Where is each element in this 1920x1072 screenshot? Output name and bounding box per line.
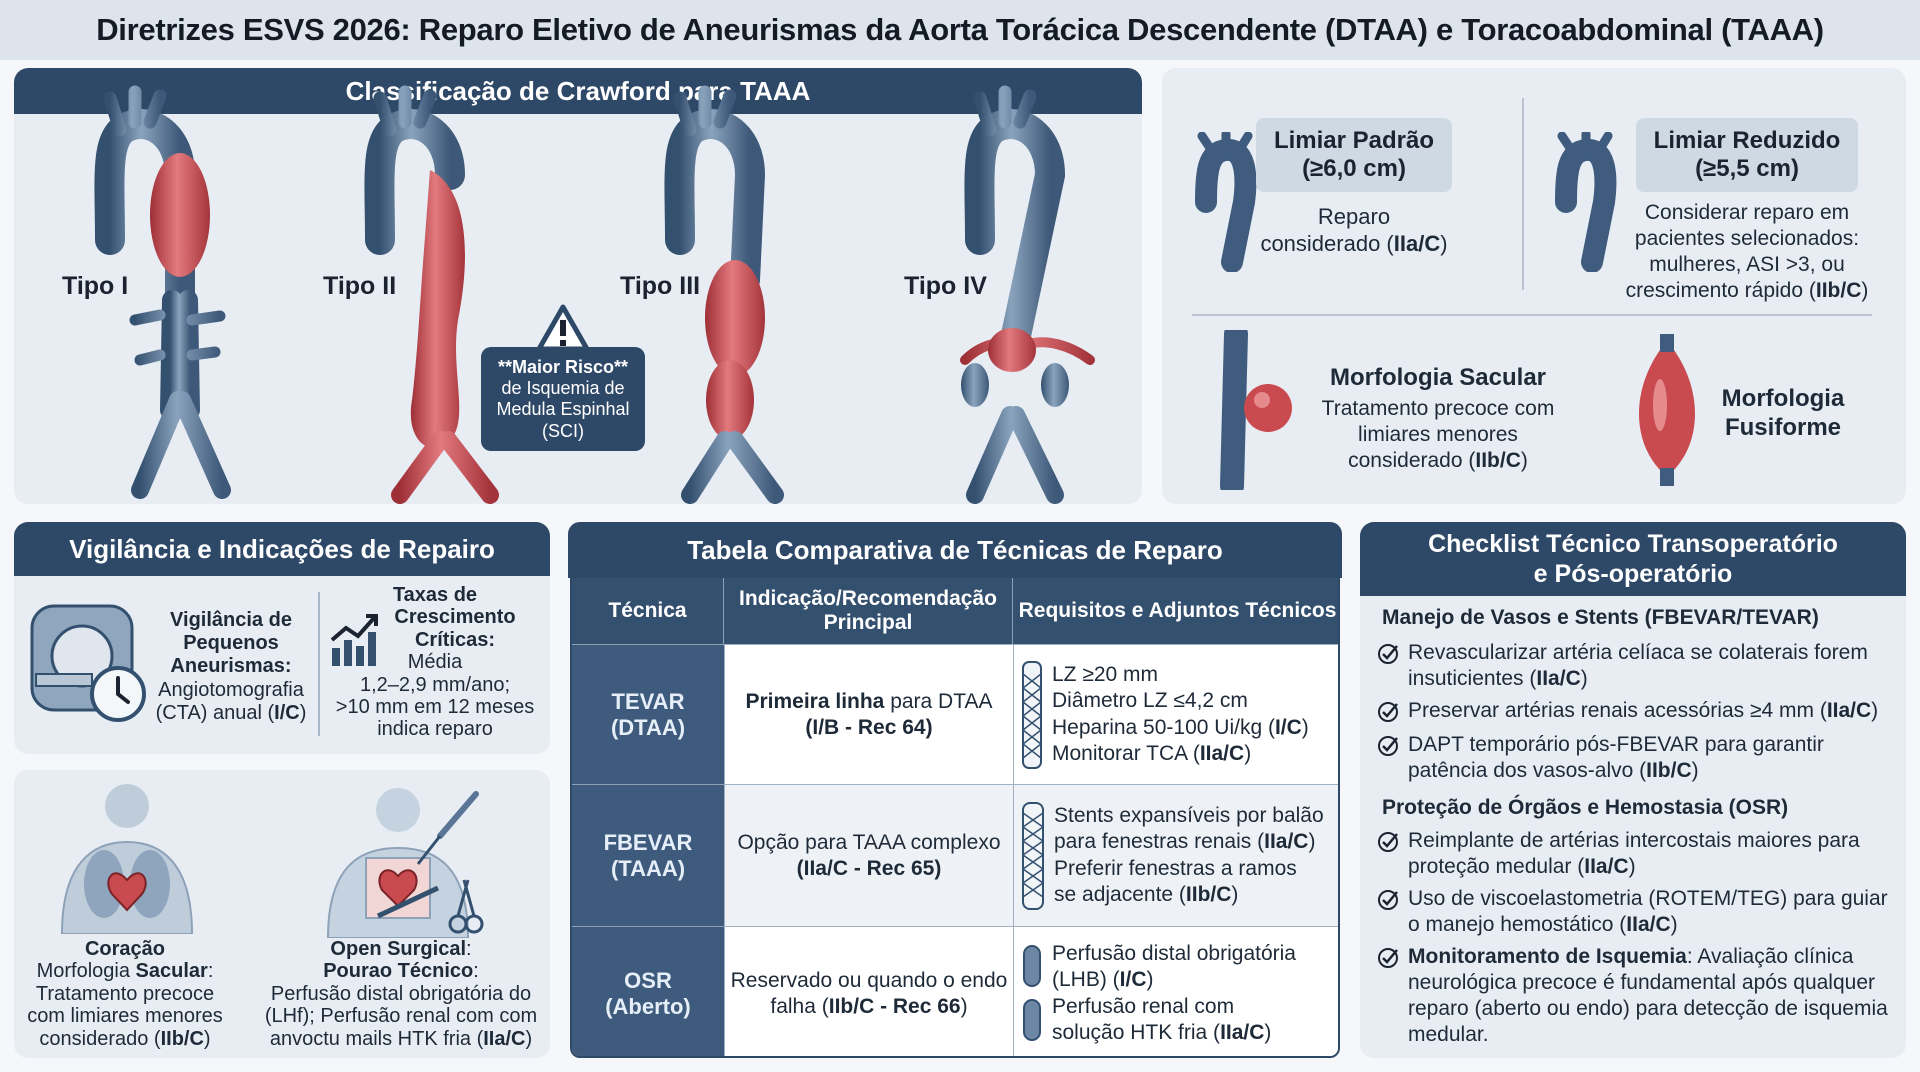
row-fbevar-name: FBEVAR(TAAA) bbox=[572, 784, 724, 926]
aorta-type-1-icon bbox=[94, 85, 231, 499]
repair-techniques-table: Técnica Indicação/Recomendação Principal… bbox=[570, 576, 1340, 1058]
row-osr-requirements: Perfusão distal obrigatória (LHB) (I/C) … bbox=[1013, 926, 1338, 1056]
check-item-3: DAPT temporário pós-FBEVAR para garantir… bbox=[1376, 732, 1824, 784]
table-header-card: Tabela Comparativa de Técnicas de Reparo bbox=[568, 522, 1342, 578]
fusiform-title: Morfologia Fusiforme bbox=[1721, 385, 1845, 442]
table-header: Tabela Comparativa de Técnicas de Reparo bbox=[568, 522, 1342, 578]
aorta-reduced-icon bbox=[1555, 132, 1617, 272]
check-circle-icon bbox=[1378, 702, 1398, 722]
row-tevar-indication: Primeira linha para DTAA (I/B - Rec 64) bbox=[724, 644, 1013, 784]
surveillance-header: Vigilância e Indicações de Repairo bbox=[14, 522, 550, 576]
sci-warning-box: **Maior Risco** de Isquemia de Medula Es… bbox=[481, 347, 645, 451]
chest-heart-icon bbox=[60, 784, 194, 934]
standard-title-1: Limiar Padrão bbox=[1273, 126, 1435, 154]
saccular-text: Morfologia Sacular Tratamento precoce co… bbox=[1310, 364, 1566, 474]
threshold-divider-h bbox=[1192, 314, 1872, 316]
col-header-requirements: Requisitos e Adjuntos Técnicos bbox=[1013, 578, 1338, 644]
aorta-type-3-icon bbox=[664, 85, 784, 504]
stent-graft-icon bbox=[1021, 660, 1043, 769]
aorta-type-4-icon bbox=[960, 85, 1095, 504]
checklist-section-2: Proteção de Órgãos e Hemostasia (OSR) bbox=[1382, 796, 1789, 819]
open-surgical-caption: Open Surgical: Pourao Técnico: Perfusão … bbox=[264, 938, 538, 1050]
check-circle-icon bbox=[1378, 832, 1398, 852]
ct-scanner-icon bbox=[30, 604, 146, 722]
check-item-2: Preservar artérias renais acessórias ≥4 … bbox=[1376, 698, 1878, 724]
page-title: Diretrizes ESVS 2026: Reparo Eletivo de … bbox=[96, 12, 1824, 47]
heart-caption: Coração Morfologia Sacular: Tratamento p… bbox=[27, 938, 223, 1050]
fenestrated-stent-icon bbox=[1021, 801, 1045, 910]
check-circle-icon bbox=[1378, 890, 1398, 910]
type-3-label: Tipo III bbox=[620, 272, 701, 300]
reduced-title-2: (≥5,5 cm) bbox=[1695, 155, 1799, 182]
row-tevar-requirements: LZ ≥20 mm Diâmetro LZ ≤4,2 cm Heparina 5… bbox=[1013, 644, 1338, 784]
row-osr-indication: Reservado ou quando o endo falha (IIb/C … bbox=[724, 926, 1013, 1056]
check-item-1: Revascularizar artéria celíaca se colate… bbox=[1376, 640, 1868, 692]
row-fbevar-indication: Opção para TAAA complexo (IIa/C - Rec 65… bbox=[724, 784, 1013, 926]
aorta-illustrations bbox=[94, 85, 1095, 504]
reduced-threshold-text: Considerar reparo em pacientes seleciona… bbox=[1625, 201, 1869, 303]
standard-threshold-text: Reparo considerado (IIa/C) bbox=[1260, 204, 1448, 256]
page-header: Diretrizes ESVS 2026: Reparo Eletivo de … bbox=[0, 0, 1920, 60]
check-circle-icon bbox=[1378, 948, 1398, 968]
reduced-threshold-pill: Limiar Reduzido (≥5,5 cm) bbox=[1636, 118, 1858, 192]
saccular-title: Morfologia Sacular bbox=[1329, 364, 1547, 391]
checklist-card: Checklist Técnico Transoperatório e Pós-… bbox=[1360, 522, 1906, 1058]
checklist-section-1: Manejo de Vasos e Stents (FBEVAR/TEVAR) bbox=[1382, 606, 1819, 629]
check-item-6: Monitoramento de Isquemia: Avaliação clí… bbox=[1376, 944, 1888, 1048]
aorta-standard-icon bbox=[1195, 132, 1257, 272]
check-item-4: Reimplante de artérias intercostais maio… bbox=[1376, 828, 1860, 880]
row-fbevar-requirements: Stents expansíveis por balão para fenest… bbox=[1013, 784, 1338, 926]
aorta-type-2-icon bbox=[364, 85, 499, 504]
col-header-technique: Técnica bbox=[572, 578, 724, 644]
growth-chart-icon bbox=[330, 614, 378, 666]
threshold-divider-v bbox=[1522, 98, 1524, 290]
standard-title-2: (≥6,0 cm) bbox=[1302, 155, 1406, 182]
row-tevar-name: TEVAR(DTAA) bbox=[572, 644, 724, 784]
saccular-icon bbox=[1220, 330, 1292, 490]
type-1-label: Tipo I bbox=[62, 272, 129, 300]
small-aneurysm-surveillance: Vigilância de Pequenos Aneurismas: Angio… bbox=[155, 609, 307, 724]
type-2-label: Tipo II bbox=[323, 272, 397, 300]
checklist-header: Checklist Técnico Transoperatório e Pós-… bbox=[1360, 522, 1906, 596]
warning-line-3: Medula Espinhal bbox=[496, 399, 630, 420]
fusiform-icon bbox=[1639, 334, 1695, 486]
open-surgery-icon bbox=[326, 788, 484, 938]
check-circle-icon bbox=[1378, 736, 1398, 756]
warning-icon bbox=[536, 304, 590, 352]
check-item-5: Uso de viscoelastometria (ROTEM/TEG) par… bbox=[1376, 886, 1888, 938]
surveillance-divider bbox=[318, 592, 320, 736]
warning-line-1: **Maior Risco** bbox=[497, 357, 629, 377]
check-circle-icon bbox=[1378, 644, 1398, 664]
type-4-label: Tipo IV bbox=[904, 272, 987, 300]
warning-line-4: (SCI) bbox=[542, 420, 584, 441]
col-header-indication: Indicação/Recomendação Principal bbox=[724, 578, 1013, 644]
warning-line-2: de Isquemia de bbox=[501, 378, 625, 399]
reduced-title-1: Limiar Reduzido bbox=[1653, 126, 1841, 154]
growth-rates: Taxas de Crescimento Críticas: Média 1,2… bbox=[335, 584, 535, 741]
standard-threshold-pill: Limiar Padrão (≥6,0 cm) bbox=[1256, 118, 1452, 192]
row-osr-name: OSR(Aberto) bbox=[572, 926, 724, 1056]
graft-tube-icon bbox=[1023, 944, 1041, 1041]
